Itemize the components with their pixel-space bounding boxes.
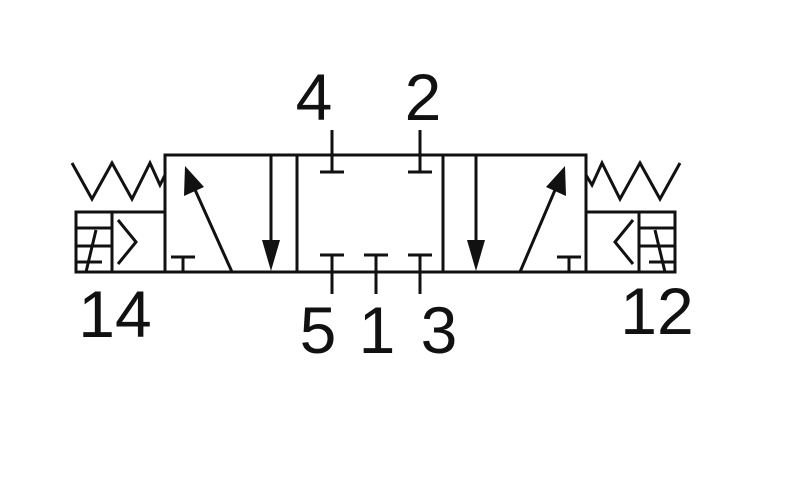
port-label-4: 4 xyxy=(296,60,333,134)
right-actuator xyxy=(584,159,682,274)
spring-icon xyxy=(584,159,682,203)
flow-line-diagonal xyxy=(518,182,560,273)
arrow-head-up-icon xyxy=(546,166,566,196)
port-label-14: 14 xyxy=(78,277,151,351)
arrow-head-up-icon xyxy=(184,166,204,196)
center-position xyxy=(320,130,432,294)
right-position xyxy=(462,155,581,274)
port-label-5: 5 xyxy=(300,293,337,367)
spring-icon xyxy=(70,159,167,203)
left-actuator xyxy=(70,155,167,274)
port-label-12: 12 xyxy=(620,274,693,348)
port-label-3: 3 xyxy=(421,293,458,367)
solenoid-icon xyxy=(74,210,167,274)
flow-line-diagonal xyxy=(190,182,234,273)
arrow-head-down-icon xyxy=(467,240,485,271)
port-label-2: 2 xyxy=(405,60,442,134)
left-position xyxy=(171,155,289,274)
arrow-head-down-icon xyxy=(262,240,280,271)
solenoid-icon xyxy=(584,210,677,274)
port-label-1: 1 xyxy=(359,293,396,367)
